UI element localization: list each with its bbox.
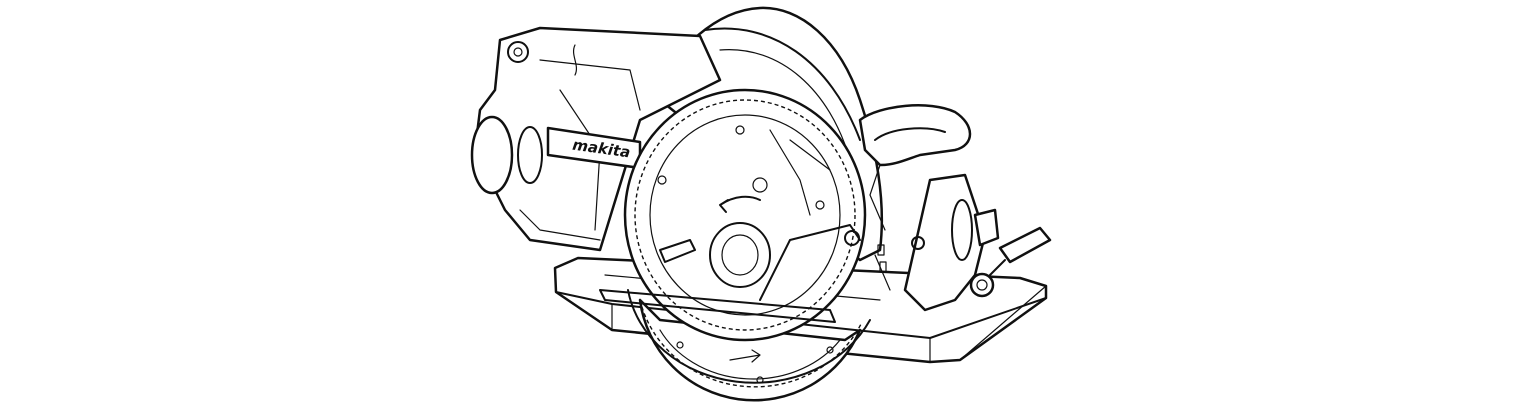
edge-guide-rail bbox=[599, 289, 836, 323]
bevel-bracket bbox=[874, 173, 1000, 312]
brand-logo: makita bbox=[546, 126, 642, 170]
depth-adjust-lever[interactable] bbox=[969, 226, 1052, 298]
front-blade-disk bbox=[623, 88, 867, 342]
guard-lever bbox=[659, 129, 861, 301]
rear-handle bbox=[858, 104, 972, 231]
